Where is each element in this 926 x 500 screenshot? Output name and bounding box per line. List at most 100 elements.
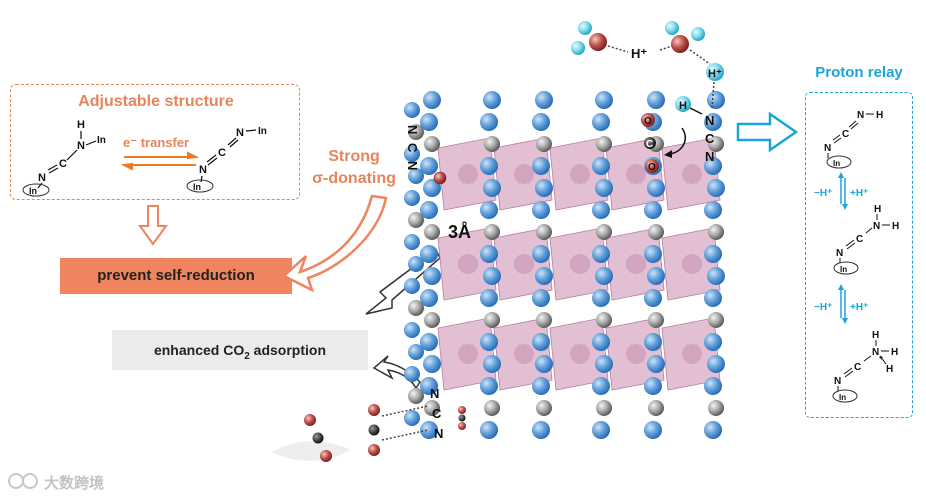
proton-relay-arrow — [736, 111, 799, 153]
in-atom — [458, 254, 478, 274]
nitrogen-atom — [647, 267, 665, 285]
right-molecule: In N C N In — [186, 126, 267, 193]
relay-step-2: −H⁺ +H⁺ — [814, 284, 868, 324]
carbon-atom — [708, 136, 724, 152]
enhanced-subscript: 2 — [244, 350, 250, 362]
nitrogen-atom — [480, 201, 498, 219]
nitrogen-atom — [483, 179, 501, 197]
nitrogen-atom — [404, 146, 420, 162]
nitrogen-atom — [483, 267, 501, 285]
atom-n-label: N — [857, 110, 864, 121]
nitrogen-atom — [707, 91, 725, 109]
nitrogen-atom — [480, 289, 498, 307]
nitrogen-atom — [704, 289, 722, 307]
nitrogen-atom — [704, 377, 722, 395]
atom-n-label: N — [872, 347, 879, 358]
carbon-atom — [708, 224, 724, 240]
enhanced-suffix: adsorption — [249, 342, 327, 358]
atom-in-label: In — [29, 186, 37, 196]
nitrogen-atom — [532, 333, 550, 351]
ncn-top-label: C — [405, 143, 420, 153]
nitrogen-atom — [532, 113, 550, 131]
nitrogen-atom — [644, 377, 662, 395]
carbon-atom — [408, 388, 424, 404]
nitrogen-atom — [420, 421, 438, 439]
nitrogen-atom — [532, 245, 550, 263]
nitrogen-atom — [480, 113, 498, 131]
relay-molecule-3: H N + H H C N In — [832, 330, 898, 403]
carbon-atom — [408, 212, 424, 228]
watermark-text: 大数跨境 — [44, 474, 104, 492]
adjustable-structure-box: Adjustable structure e⁻ transfer — [10, 84, 300, 200]
atom-h-label: H — [77, 119, 85, 131]
atom-n-label: N — [38, 172, 46, 184]
nitrogen-atom — [647, 355, 665, 373]
atom-c-label: C — [646, 139, 653, 150]
crystal-lattice — [404, 91, 725, 439]
nitrogen-atom — [704, 333, 722, 351]
atom-n-label: N — [434, 426, 443, 441]
in-atom — [514, 344, 534, 364]
nitrogen-atom — [532, 377, 550, 395]
atom-h-label: H — [892, 221, 899, 232]
enhanced-prefix: enhanced CO — [153, 342, 245, 358]
nitrogen-atom — [707, 179, 725, 197]
carbon-atom — [536, 400, 552, 416]
co2-bottom — [272, 404, 466, 462]
nitrogen-atom — [595, 355, 613, 373]
in-atom — [682, 344, 702, 364]
proton-relay-box — [805, 92, 913, 418]
atom-o-label: O — [644, 116, 652, 127]
in-atom — [682, 164, 702, 184]
nitrogen-atom — [595, 267, 613, 285]
nitrogen-atom — [532, 201, 550, 219]
distance-label: 3Å — [448, 222, 471, 242]
nitrogen-atom — [408, 256, 424, 272]
nitrogen-atom — [404, 234, 420, 250]
in-atom — [626, 344, 646, 364]
nitrogen-atom — [420, 245, 438, 263]
nitrogen-atom — [423, 179, 441, 197]
carbon-atom — [484, 312, 500, 328]
nitrogen-atom — [592, 377, 610, 395]
enhanced-co2-adsorption-box: enhanced CO2 adsorption — [112, 330, 368, 370]
nitrogen-atom — [535, 179, 553, 197]
nitrogen-atom — [644, 421, 662, 439]
left-molecule: H N In C N In — [22, 119, 106, 197]
nitrogen-atom — [420, 333, 438, 351]
hollow-down-arrow — [138, 205, 168, 246]
atom-c-label: C — [59, 158, 67, 170]
atom-n-label: N — [834, 376, 841, 387]
nitrogen-atom — [595, 91, 613, 109]
nitrogen-atom — [647, 179, 665, 197]
carbon-atom — [408, 124, 424, 140]
proton-relay-title: Proton relay — [815, 64, 903, 81]
proton-curve-arrow — [669, 127, 686, 155]
carbon-atom — [424, 136, 440, 152]
atom-n-label: N — [705, 149, 714, 164]
atom-c-label: C — [842, 129, 849, 140]
nitrogen-atom — [420, 157, 438, 175]
nitrogen-atom — [644, 289, 662, 307]
nitrogen-atom — [592, 245, 610, 263]
minus-h-label: −H⁺ — [814, 188, 832, 199]
atom-in-label: In — [97, 135, 106, 146]
atom-c-label: C — [432, 406, 442, 421]
relay-molecule-2: H N H C N In — [833, 204, 899, 275]
proton-label: H⁺ — [708, 68, 722, 80]
in-atom — [682, 254, 702, 274]
nitrogen-atom — [704, 201, 722, 219]
ncn-chain-bottom: N C N — [430, 386, 443, 441]
relay-step-1: −H⁺ +H⁺ — [814, 172, 868, 210]
nitrogen-atom — [592, 289, 610, 307]
atom-n-label: N — [836, 248, 843, 259]
atom-h-label: H — [872, 330, 879, 341]
sigma-line-2: σ-donating — [312, 170, 396, 187]
carbon-atom — [484, 136, 500, 152]
atom-c-label: C — [705, 131, 715, 146]
proton-label: H⁺ — [631, 46, 647, 61]
nitrogen-atom — [644, 245, 662, 263]
nitrogen-atom — [595, 179, 613, 197]
nitrogen-atom — [592, 157, 610, 175]
